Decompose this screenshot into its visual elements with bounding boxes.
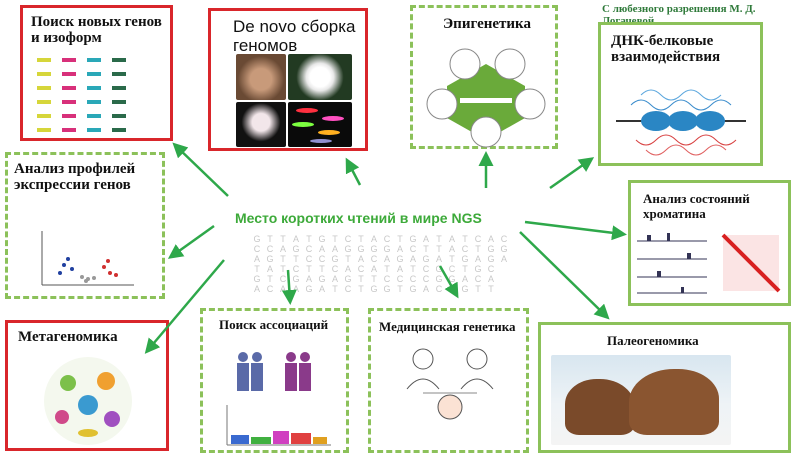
- topic-title: Медицинская генетика: [379, 319, 516, 334]
- topic-title: De novo сборка геномов: [233, 17, 356, 55]
- topic-title: Анализ состояний хроматина: [643, 191, 750, 221]
- isoform-row: [37, 68, 157, 82]
- exon-block: [87, 114, 101, 118]
- topic-card-genes: Поиск новых генов и изоформ: [20, 5, 173, 141]
- isoform-row: [37, 124, 157, 138]
- exon-block: [37, 114, 51, 118]
- dna-sequence-background: GCATGATCGATCTATTCAAGTCGATCCTAGGACTGATAGC…: [252, 234, 509, 294]
- exon-block: [62, 128, 76, 132]
- glofish-image: [288, 102, 352, 147]
- volcano-plot: [41, 231, 134, 286]
- topic-card-association: Поиск ассоциаций: [200, 308, 349, 453]
- isoform-row: [37, 54, 157, 68]
- microbes-illustration: [44, 357, 132, 445]
- exon-block: [37, 86, 51, 90]
- topic-title: Палеогеномика: [607, 333, 699, 348]
- exon-block: [87, 128, 101, 132]
- topic-card-denovo: De novo сборка геномов: [208, 8, 368, 151]
- topic-title: Поиск новых генов и изоформ: [31, 14, 162, 46]
- mammoths-image: [551, 355, 731, 445]
- exon-block: [87, 86, 101, 90]
- exon-block: [37, 100, 51, 104]
- gwas-illustration: [226, 352, 331, 446]
- topic-card-epigenetics: Эпигенетика: [410, 5, 558, 149]
- exon-block: [37, 58, 51, 62]
- chromatin-tracks-and-heatmap: [637, 233, 781, 294]
- family-pedigree-illustration: [406, 348, 494, 420]
- axolotl-image: [236, 102, 286, 147]
- topic-card-chromatin: Анализ состояний хроматина: [628, 180, 791, 306]
- exon-block: [112, 58, 126, 62]
- topic-card-paleogenomics: Палеогеномика: [538, 322, 791, 453]
- isoform-row: [37, 96, 157, 110]
- dna-protein-diagram: [616, 89, 746, 156]
- topic-title: Метагеномика: [18, 329, 118, 345]
- chimpanzee-image: [236, 54, 286, 100]
- exon-block: [62, 58, 76, 62]
- exon-block: [87, 72, 101, 76]
- exon-block: [112, 100, 126, 104]
- isoform-diagram: [37, 54, 157, 138]
- exon-block: [87, 100, 101, 104]
- topic-title: Поиск ассоциаций: [219, 317, 329, 332]
- topic-card-medical: Медицинская генетика: [368, 308, 529, 453]
- exon-block: [62, 86, 76, 90]
- topic-card-dna-protein: ДНК-белковые взаимодействия: [598, 22, 763, 166]
- topic-title: ДНК-белковые взаимодействия: [611, 33, 721, 65]
- exon-block: [87, 58, 101, 62]
- topic-card-metagenomics: Метагеномика: [5, 320, 169, 451]
- isoform-row: [37, 110, 157, 124]
- center-title: Место коротких чтений в мире NGS: [235, 210, 482, 226]
- topic-card-expression: Анализ профилей экспрессии генов: [5, 152, 165, 299]
- flower-image: [288, 54, 352, 100]
- exon-block: [112, 128, 126, 132]
- topic-title: Эпигенетика: [443, 16, 531, 32]
- exon-block: [62, 72, 76, 76]
- exon-block: [62, 114, 76, 118]
- methylation-cycle-diagram: [426, 48, 546, 148]
- isoform-row: [37, 82, 157, 96]
- exon-block: [62, 100, 76, 104]
- exon-block: [37, 128, 51, 132]
- topic-title: Анализ профилей экспрессии генов: [14, 161, 136, 193]
- exon-block: [112, 72, 126, 76]
- exon-block: [112, 114, 126, 118]
- exon-block: [112, 86, 126, 90]
- exon-block: [37, 72, 51, 76]
